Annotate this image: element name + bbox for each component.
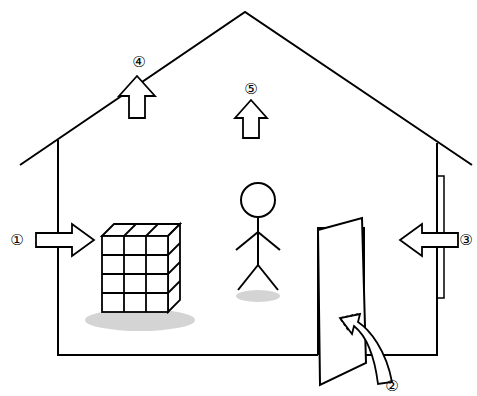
callout-number: ③ <box>459 233 472 248</box>
air-arrow-dashed <box>340 314 358 330</box>
cube <box>102 224 180 312</box>
roof <box>20 12 472 165</box>
wall-left-floor <box>58 140 318 355</box>
arrow-in-left <box>36 224 94 256</box>
callout-number: ⑤ <box>244 82 257 97</box>
callout-number: ② <box>385 379 398 394</box>
arrow-up <box>235 100 267 138</box>
callout-number: ① <box>10 233 23 248</box>
air-arrow <box>340 314 392 384</box>
person-shadow <box>236 290 280 302</box>
arrow-up <box>119 76 155 118</box>
person <box>236 183 280 290</box>
wall-right-floor <box>364 143 437 355</box>
arrow-in-right <box>400 224 458 256</box>
callout-number: ④ <box>132 55 145 70</box>
door <box>318 218 366 385</box>
